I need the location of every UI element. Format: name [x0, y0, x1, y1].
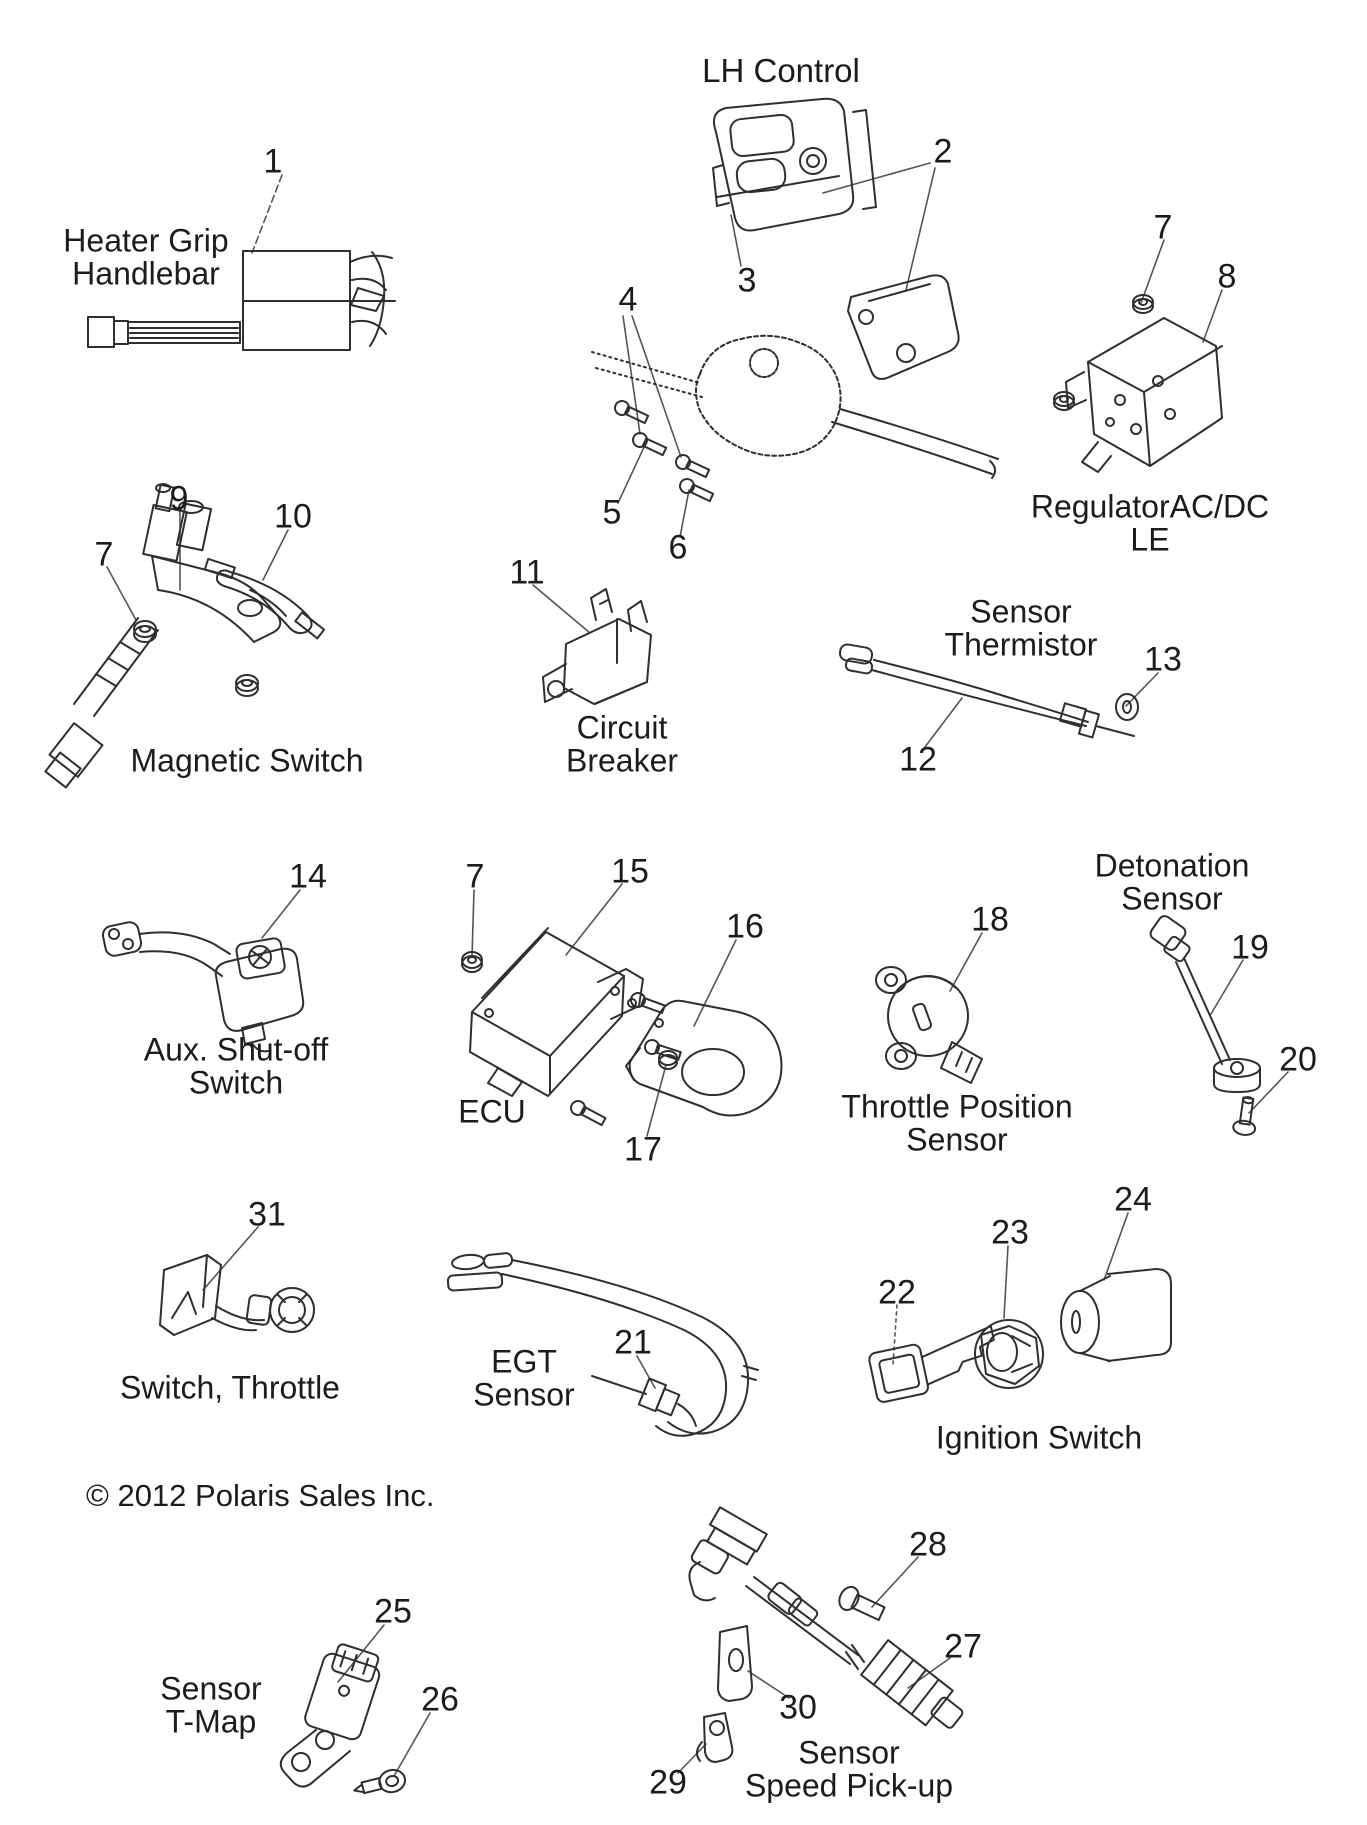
callout-19: 19 [1231, 928, 1269, 967]
nut-magnetic-2 [235, 674, 259, 697]
callout-18: 18 [971, 900, 1009, 939]
copyright-text: © 2012 Polaris Sales Inc. [86, 1478, 435, 1513]
callout-15: 15 [611, 852, 649, 891]
callout-22: 22 [878, 1273, 916, 1312]
callout-31: 31 [248, 1195, 286, 1234]
lh-control-title: LH Control [702, 52, 860, 90]
bolt-28 [838, 1585, 886, 1622]
callout-1: 1 [263, 142, 283, 181]
circuit-breaker-label: Circuit Breaker [565, 709, 679, 778]
callout-21: 21 [614, 1323, 652, 1362]
circuit-breaker-drawing [542, 588, 652, 705]
bolt-20 [1232, 1096, 1257, 1136]
bolt-5 [675, 454, 711, 479]
heater-grip-drawing [87, 250, 396, 351]
egt-fitting [637, 1377, 681, 1417]
thermistor-drawing [838, 643, 1139, 739]
bolt-26 [353, 1768, 407, 1795]
leader-lines [106, 162, 1289, 1777]
tps-drawing [875, 966, 983, 1084]
bolt-4b [632, 432, 668, 457]
switch-throttle-label: Switch, Throttle [120, 1369, 340, 1406]
egt-drawing [446, 1252, 759, 1437]
bolt-6 [679, 478, 715, 503]
nut-17 [658, 1050, 678, 1070]
throttle-block-drawing [591, 334, 999, 503]
aux-shutoff-label: Aux. Shut-off Switch [143, 1031, 329, 1100]
callout-4: 4 [618, 280, 638, 319]
callout-12: 12 [899, 740, 937, 779]
aux-shutoff-drawing [101, 921, 305, 1053]
callout-20: 20 [1279, 1040, 1317, 1079]
callout-14: 14 [289, 857, 327, 896]
callout-11: 11 [509, 553, 545, 592]
callout-29: 29 [649, 1763, 687, 1802]
callout-7-ecu: 7 [465, 857, 485, 896]
callout-25: 25 [374, 1592, 412, 1631]
callout-30: 30 [779, 1688, 817, 1727]
bracket-30 [717, 1625, 753, 1702]
detonation-drawing [1149, 915, 1261, 1136]
callout-8: 8 [1217, 257, 1237, 296]
callout-23: 23 [991, 1213, 1029, 1252]
callout-6: 6 [668, 528, 688, 567]
callout-13: 13 [1144, 640, 1182, 679]
nut-regulator-2 [1053, 391, 1075, 411]
callout-10: 10 [274, 497, 312, 536]
callout-7-regulator: 7 [1153, 208, 1173, 247]
callout-3: 3 [737, 261, 757, 300]
thermistor-label: Sensor Thermistor [944, 593, 1098, 662]
ignition-key-22-drawing [868, 1325, 995, 1403]
callout-26: 26 [421, 1680, 459, 1719]
callout-24: 24 [1114, 1180, 1152, 1219]
egt-label: EGT Sensor [473, 1343, 575, 1412]
clip-29 [696, 1712, 734, 1763]
callout-27: 27 [944, 1627, 982, 1666]
lh-control-drawing [712, 97, 877, 232]
callout-2: 2 [933, 132, 953, 171]
regulator-drawing [1053, 294, 1223, 473]
bolt-4a [614, 400, 650, 425]
speed-pickup-drawing [688, 1506, 964, 1763]
heater-grip-label: Heater Grip Handlebar [63, 222, 229, 291]
tps-label: Throttle Position Sensor [841, 1088, 1073, 1157]
bolt-16 [644, 1039, 682, 1061]
callout-9: 9 [169, 479, 189, 518]
tmap-drawing [279, 1643, 407, 1795]
nut-7-ecu [461, 951, 483, 973]
callout-16: 16 [726, 907, 764, 946]
ignition-switch-24-drawing [1060, 1268, 1172, 1362]
magnetic-switch-drawing [44, 483, 326, 789]
lh-control-cover-drawing [847, 274, 960, 380]
nut-7-regulator [1132, 294, 1154, 314]
speed-pickup-label: Sensor Speed Pick-up [744, 1734, 954, 1803]
tmap-label: Sensor T-Map [160, 1670, 262, 1739]
callout-28: 28 [909, 1525, 947, 1564]
ignition-nut-23-drawing [974, 1319, 1044, 1389]
switch-throttle-drawing [159, 1254, 315, 1336]
nut-7-magnetic [133, 620, 157, 643]
ecu-bracket-16-drawing [625, 999, 783, 1117]
callout-17: 17 [624, 1130, 662, 1169]
ecu-drawing [461, 927, 783, 1127]
regulator-label: RegulatorAC/DC LE [1030, 488, 1270, 557]
bolt-ecu-lower [570, 1100, 607, 1127]
magnetic-switch-label: Magnetic Switch [130, 742, 364, 779]
washer-13 [1115, 693, 1139, 721]
detonation-label: Detonation Sensor [1094, 847, 1250, 916]
callout-7-magnetic: 7 [94, 535, 114, 574]
callout-5: 5 [602, 493, 622, 532]
pin-bracket-10 [203, 557, 326, 640]
ignition-label: Ignition Switch [935, 1419, 1143, 1456]
ecu-label: ECU [458, 1093, 526, 1130]
